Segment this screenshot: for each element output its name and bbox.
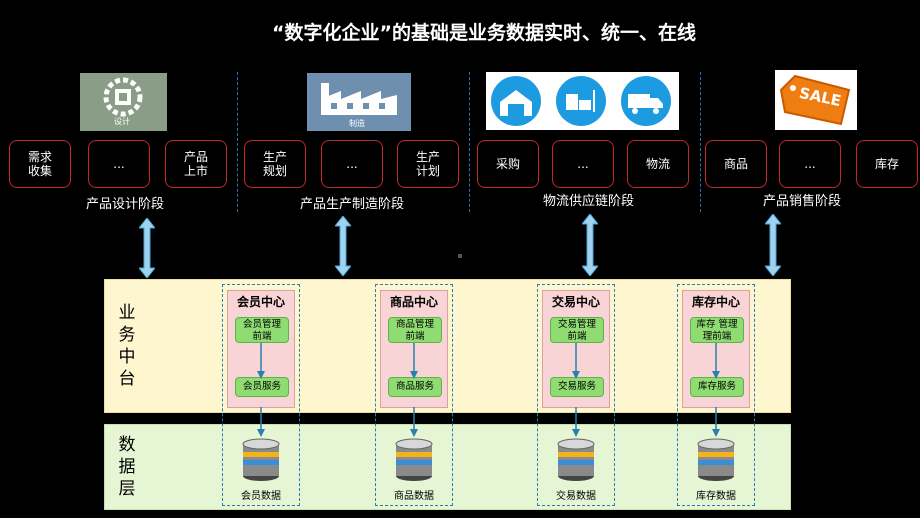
- stage-box-ellipsis: ...: [552, 140, 614, 188]
- database-icon: [395, 438, 433, 481]
- connector-arrow: [410, 343, 418, 379]
- service-box: 会员服务: [235, 377, 289, 397]
- database-icon: [697, 438, 735, 481]
- stage-label-manufacturing: 产品生产制造阶段: [300, 197, 405, 212]
- db-label-trade: 交易数据: [556, 491, 596, 502]
- db-label-member: 会员数据: [241, 491, 281, 502]
- stage-box-inventory: 库存: [856, 140, 918, 188]
- center-member: 会员中心 会员管理 前端 会员服务: [227, 290, 295, 408]
- stage-separator: [700, 72, 701, 212]
- connector-arrow: [410, 407, 418, 437]
- center-group-goods: [375, 284, 453, 506]
- stage-box-goods: 商品: [705, 140, 767, 188]
- service-box: 商品服务: [388, 377, 442, 397]
- logistics-icons: [486, 72, 679, 130]
- double-arrow-icon: [139, 218, 155, 278]
- center-group-member: [222, 284, 300, 506]
- frontend-box: 会员管理 前端: [235, 317, 289, 343]
- double-arrow-icon: [582, 214, 598, 276]
- center-group-trade: [537, 284, 615, 506]
- stage-box-ellipsis: ...: [321, 140, 383, 188]
- stage-label-supply-chain: 物流供应链阶段: [543, 194, 635, 209]
- band-title-data: 数据层: [116, 434, 138, 500]
- sale-tag-icon: SALE: [775, 70, 857, 130]
- frontend-box: 库存 管理 理前端: [690, 317, 744, 343]
- stage-label-design: 产品设计阶段: [86, 197, 165, 212]
- design-icon-label: 设计: [114, 117, 130, 126]
- center-title: 商品中心: [389, 295, 438, 309]
- factory-icon: 制造: [307, 73, 411, 131]
- data-layer-band: [104, 424, 791, 510]
- double-arrow-icon: [335, 216, 351, 276]
- stage-separator: [469, 72, 470, 212]
- stage-box-production-planning: 生产 规划: [244, 140, 306, 188]
- stage-box-ellipsis: ...: [779, 140, 841, 188]
- decorative-dot: [458, 254, 462, 258]
- double-arrow-icon: [765, 214, 781, 276]
- stage-box-launch: 产品 上市: [165, 140, 227, 188]
- connector-arrow: [712, 407, 720, 437]
- db-label-inventory: 库存数据: [696, 491, 736, 502]
- stage-separator: [237, 72, 238, 212]
- band-title-middle: 业务中台: [116, 302, 138, 390]
- stage-box-ellipsis: ...: [88, 140, 150, 188]
- frontend-box: 商品管理 前端: [388, 317, 442, 343]
- frontend-box: 交易管理 前端: [550, 317, 604, 343]
- connector-arrow: [257, 407, 265, 437]
- page-title: “数字化企业”的基础是业务数据实时、统一、在线: [272, 22, 696, 44]
- center-trade: 交易中心 交易管理 前端 交易服务: [542, 290, 610, 408]
- factory-icon-label: 制造: [349, 119, 365, 128]
- service-box: 库存服务: [690, 377, 744, 397]
- design-icon: 设计: [80, 73, 167, 131]
- center-title: 会员中心: [236, 295, 285, 309]
- database-icon: [557, 438, 595, 481]
- connector-arrow: [257, 343, 265, 379]
- center-group-inventory: [677, 284, 755, 506]
- band-title-middle-text: 业务中台: [118, 303, 136, 389]
- center-title: 库存中心: [691, 295, 740, 309]
- center-title: 交易中心: [551, 295, 600, 309]
- connector-arrow: [572, 407, 580, 437]
- stage-box-requirements: 需求 收集: [9, 140, 71, 188]
- connector-arrow: [572, 343, 580, 379]
- stage-box-procurement: 采购: [477, 140, 539, 188]
- db-label-goods: 商品数据: [394, 491, 434, 502]
- band-title-data-text: 数据层: [118, 435, 136, 499]
- stage-label-sales: 产品销售阶段: [763, 194, 842, 209]
- database-icon: [242, 438, 280, 481]
- connector-arrow: [712, 343, 720, 379]
- stage-box-production-plan: 生产 计划: [397, 140, 459, 188]
- service-box: 交易服务: [550, 377, 604, 397]
- stage-box-logistics: 物流: [627, 140, 689, 188]
